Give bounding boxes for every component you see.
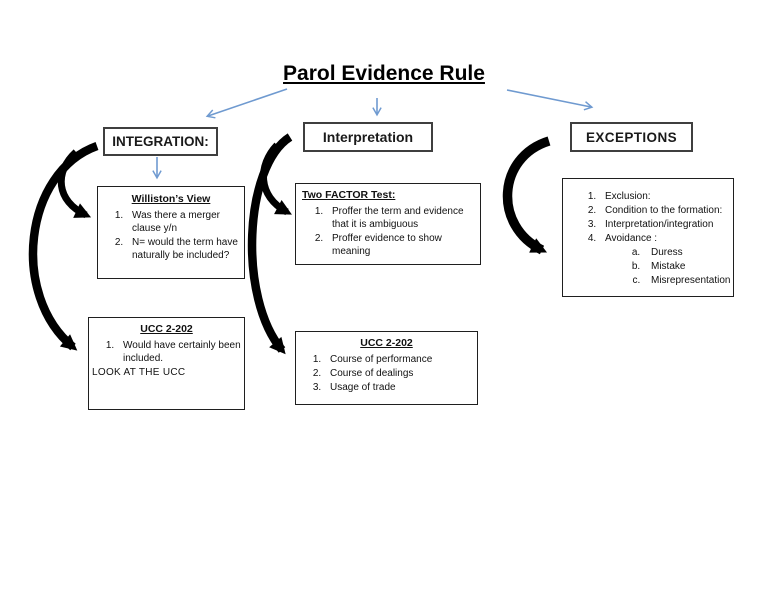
- curved-arrow-interpretation-to-twofactor: [260, 142, 292, 216]
- list-item: Condition to the formation:: [599, 204, 733, 217]
- two-factor-test-box: Two FACTOR Test: Proffer the term and ev…: [295, 183, 481, 265]
- curved-arrow-interpretation-to-ucc: [247, 133, 293, 355]
- ucc-2-202-left-box: UCC 2-202 Would have certainly been incl…: [88, 317, 245, 410]
- list-item: Exclusion:: [599, 190, 733, 203]
- list-item: Would have certainly been included.: [117, 339, 244, 365]
- two-factor-test-list: Proffer the term and evidence that it is…: [302, 205, 477, 258]
- connector-title-to-exceptions: [506, 89, 594, 111]
- curved-arrow-integration-to-williston: [57, 149, 92, 219]
- list-item: Duress: [643, 246, 733, 259]
- integration-header-label: INTEGRATION:: [112, 134, 209, 149]
- williston-view-box: Williston’s View Was there a merger clau…: [97, 186, 245, 279]
- list-item: Proffer evidence to show meaning: [326, 232, 477, 258]
- exceptions-list: Exclusion:Condition to the formation:Int…: [563, 190, 733, 245]
- list-item: Proffer the term and evidence that it is…: [326, 205, 477, 231]
- integration-header-box: INTEGRATION:: [103, 127, 218, 156]
- list-item: Was there a merger clause y/n: [126, 209, 244, 235]
- ucc-left-list: Would have certainly been included.: [89, 339, 244, 365]
- list-item: Course of dealings: [324, 367, 477, 380]
- connector-title-to-integration: [205, 88, 288, 119]
- list-item: Misrepresentation: [643, 274, 733, 287]
- ucc-center-list: Course of performanceCourse of dealingsU…: [296, 353, 477, 394]
- williston-view-list: Was there a merger clause y/nN= would th…: [98, 209, 244, 262]
- ucc-left-title: UCC 2-202: [140, 323, 193, 335]
- list-item: N= would the term have naturally be incl…: [126, 236, 244, 262]
- interpretation-header-box: Interpretation: [303, 122, 433, 152]
- list-item: Usage of trade: [324, 381, 477, 394]
- exceptions-header-label: EXCEPTIONS: [585, 129, 678, 145]
- list-item: Mistake: [643, 260, 733, 273]
- avoidance-sub-list: DuressMistakeMisrepresentation: [563, 246, 733, 287]
- exceptions-list-box: Exclusion:Condition to the formation:Int…: [562, 178, 734, 297]
- list-item: Interpretation/integration: [599, 218, 733, 231]
- williston-view-title: Williston’s View: [131, 193, 211, 205]
- list-item: Course of performance: [324, 353, 477, 366]
- curved-arrow-exceptions-to-list: [502, 136, 551, 255]
- ucc-center-title: UCC 2-202: [360, 337, 413, 349]
- page-title: Parol Evidence Rule: [283, 62, 485, 85]
- list-item: Avoidance :: [599, 232, 733, 245]
- exceptions-header-box: EXCEPTIONS: [570, 122, 693, 152]
- two-factor-test-title: Two FACTOR Test:: [302, 189, 396, 201]
- ucc-2-202-center-box: UCC 2-202 Course of performanceCourse of…: [295, 331, 478, 405]
- look-at-the-ucc-note: LOOK AT THE UCC: [92, 366, 186, 378]
- interpretation-header-label: Interpretation: [322, 129, 414, 145]
